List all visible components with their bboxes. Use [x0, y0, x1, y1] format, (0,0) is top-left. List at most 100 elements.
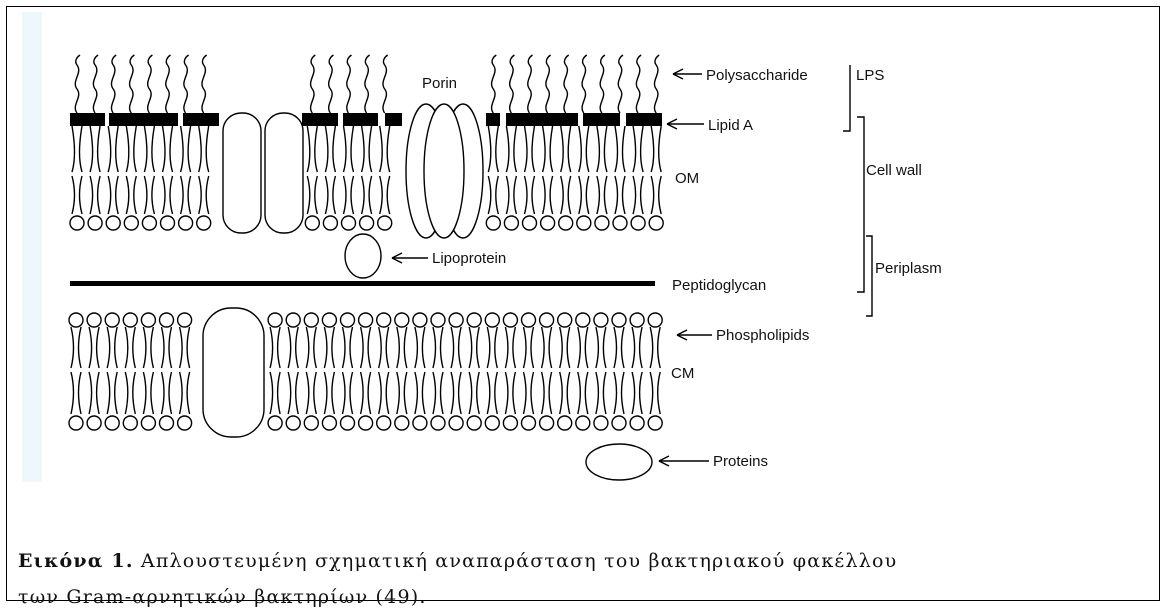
lipid-a-bar [183, 113, 219, 126]
cm-lipid-tail [451, 327, 461, 368]
lipid-a-tail [633, 126, 643, 172]
cm-lipid-tail [270, 327, 280, 368]
om-lipid-tail [543, 176, 553, 214]
cm-phospholipid-head [341, 313, 355, 327]
om-phospholipid-head [523, 216, 537, 230]
om-phospholipid-head [378, 216, 392, 230]
cm-lipid-tail [650, 327, 660, 368]
polysaccharide-chain [618, 55, 623, 113]
om-phospholipid-head [197, 216, 211, 230]
cm-phospholipid-head [558, 313, 572, 327]
label-cm: CM [671, 365, 694, 382]
cm-phospholipid-head [576, 313, 590, 327]
lipid-a-bar [302, 113, 338, 126]
cm-lipid-tail [343, 372, 353, 414]
cm-lipid-tail [324, 372, 334, 414]
cm-lipid-tail [542, 327, 552, 368]
om-phospholipid-head [70, 216, 84, 230]
cm-phospholipid-head [178, 313, 192, 327]
cm-lipid-tail [469, 327, 479, 368]
cm-lipid-tail [71, 372, 81, 414]
cm-lipid-tail [578, 372, 588, 414]
cm-lipid-tail [524, 372, 534, 414]
polysaccharide-chain [510, 55, 515, 113]
bracket-periplasm [866, 236, 872, 316]
polysaccharide-chain [365, 55, 370, 113]
caption-figure-label: Εικόνα 1. [18, 550, 134, 572]
cm-lipid-tail [487, 327, 497, 368]
cm-phospholipid-head [123, 313, 137, 327]
lipid-a-tail [543, 126, 553, 172]
cm-phospholipid-head [377, 313, 391, 327]
cm-lipid-tail [505, 372, 515, 414]
cm-phospholipid-head [648, 313, 662, 327]
cm-phospholipid-head [141, 313, 155, 327]
lipid-a-bar [385, 113, 402, 126]
cm-lipid-tail [89, 327, 99, 368]
cm-lipid-tail [379, 327, 389, 368]
om-phospholipid-head [161, 216, 175, 230]
lipid-a-tail [108, 126, 118, 172]
polysaccharide-chain [546, 55, 551, 113]
cm-lipid-tail [632, 372, 642, 414]
om-lipid-tail [651, 176, 661, 214]
om-phospholipid-head [595, 216, 609, 230]
om-phospholipid-head [631, 216, 645, 230]
cm-phospholipid-head [431, 313, 445, 327]
cm-lipid-tail [361, 327, 371, 368]
lipid-a-bar [70, 113, 105, 126]
lipid-a-tail [362, 126, 372, 172]
caption-text-1: Απλουστευμένη σχηματική αναπαράσταση του… [141, 550, 897, 572]
cm-phospholipid-head [558, 416, 572, 430]
om-phospholipid-head [88, 216, 102, 230]
om-lipid-tail [199, 176, 209, 214]
cm-lipid-tail [578, 327, 588, 368]
peptidoglycan-layer [70, 281, 655, 286]
cm-phospholipid-head [522, 313, 536, 327]
polysaccharide-chain [492, 55, 497, 113]
polysaccharide-chain [329, 55, 334, 113]
cm-lipid-tail [143, 327, 153, 368]
cm-phospholipid-head [395, 313, 409, 327]
cm-phospholipid-head [359, 416, 373, 430]
cm-lipid-tail [379, 372, 389, 414]
cm-phospholipid-head [304, 313, 318, 327]
polysaccharide-chain [383, 55, 388, 113]
polysaccharide-chain [654, 55, 659, 113]
polysaccharide-chain [130, 55, 135, 113]
cm-lipid-tail [614, 372, 624, 414]
om-lipid-tail [362, 176, 372, 214]
bracket-lps [843, 65, 850, 131]
om-phospholipid-head [613, 216, 627, 230]
om-lipid-tail [163, 176, 173, 214]
cm-phospholipid-head [87, 416, 101, 430]
cm-lipid-tail [469, 372, 479, 414]
cm-lipid-tail [614, 327, 624, 368]
cm-lipid-tail [180, 372, 190, 414]
om-protein [223, 113, 261, 233]
bracket-cell-wall [857, 117, 864, 292]
cm-phospholipid-head [540, 416, 554, 430]
cm-lipid-tail [596, 372, 606, 414]
lipid-a-tail [506, 126, 516, 172]
cm-lipid-tail [306, 372, 316, 414]
cm-lipid-tail [288, 327, 298, 368]
polysaccharide-chain [184, 55, 189, 113]
om-phospholipid-head [649, 216, 663, 230]
cm-lipid-tail [415, 327, 425, 368]
cm-phospholipid-head [322, 416, 336, 430]
om-phospholipid-head [577, 216, 591, 230]
cm-lipid-tail [433, 327, 443, 368]
polysaccharide-chain [582, 55, 587, 113]
cm-phospholipid-head [594, 313, 608, 327]
om-lipid-tail [380, 176, 390, 214]
cm-phospholipid-head [377, 416, 391, 430]
cm-phospholipid-head [503, 313, 517, 327]
polysaccharide-chain [600, 55, 605, 113]
om-lipid-tail [90, 176, 100, 214]
polysaccharide-chain [93, 55, 98, 113]
cm-phospholipid-head [123, 416, 137, 430]
cm-phospholipid-head [612, 313, 626, 327]
cm-phospholipid-head [141, 416, 155, 430]
label-polysaccharide: Polysaccharide [706, 67, 808, 84]
